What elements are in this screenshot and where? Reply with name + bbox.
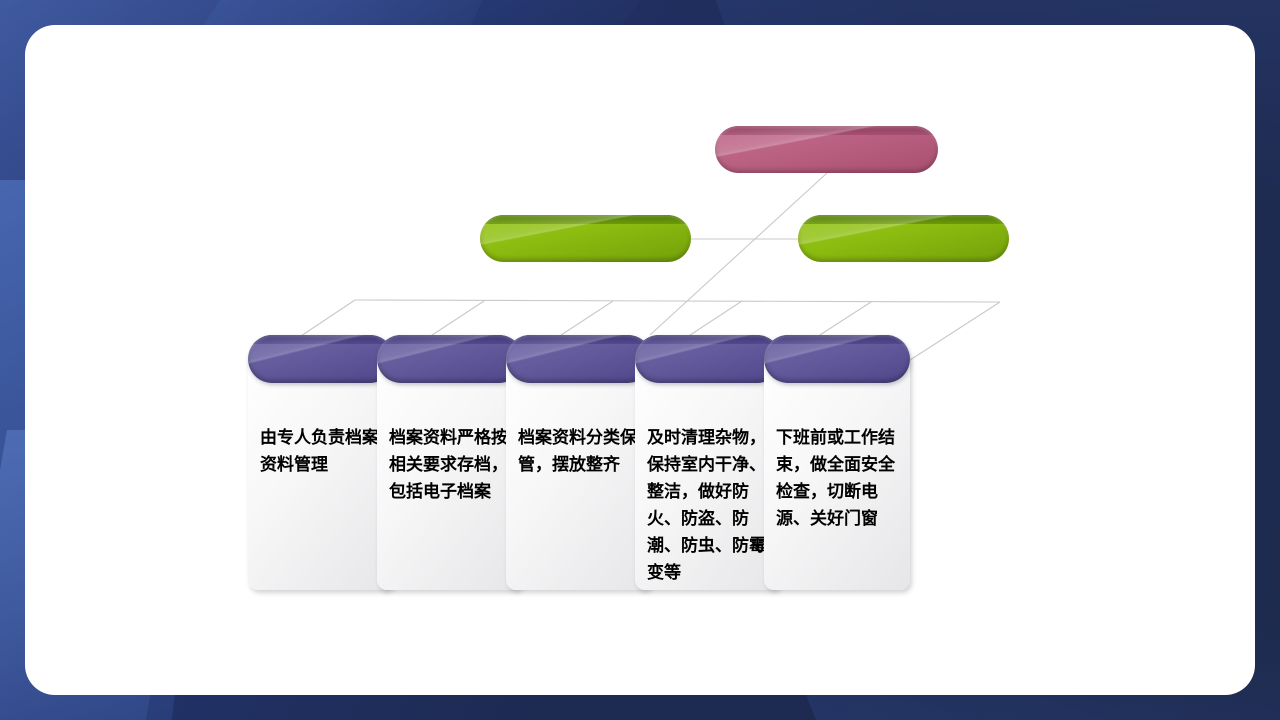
card-header[interactable] — [635, 335, 781, 383]
card-text: 及时清理杂物，保持室内干净、整洁，做好防火、防盗、防潮、防虫、防霉变等 — [647, 428, 766, 582]
diagram-node-branch-2[interactable] — [798, 215, 1009, 262]
card-header-label — [377, 335, 523, 383]
card-text: 由专人负责档案资料管理 — [260, 428, 379, 474]
card-header[interactable] — [764, 335, 910, 383]
capsule-top-edge — [715, 126, 938, 135]
card-body: 由专人负责档案资料管理 — [248, 351, 394, 590]
capsule-top-edge — [248, 335, 394, 344]
card-body: 档案资料分类保管，摆放整齐 — [506, 351, 652, 590]
capsule-top-edge — [506, 335, 652, 344]
connector-leg-6 — [906, 301, 1001, 363]
card-header[interactable] — [248, 335, 394, 383]
diagram-card-5[interactable]: 下班前或工作结束，做全面安全检查，切断电源、关好门窗 — [764, 335, 910, 590]
diagram-node-branch-1[interactable] — [480, 215, 691, 262]
card-body: 下班前或工作结束，做全面安全检查，切断电源、关好门窗 — [764, 351, 910, 590]
connector-spine — [354, 299, 1001, 303]
diagram-card-1[interactable]: 由专人负责档案资料管理 — [248, 335, 394, 590]
capsule-top-edge — [377, 335, 523, 344]
diagram-card-4[interactable]: 及时清理杂物，保持室内干净、整洁，做好防火、防盗、防潮、防虫、防霉变等 — [635, 335, 781, 590]
diagram-card-3[interactable]: 档案资料分类保管，摆放整齐 — [506, 335, 652, 590]
card-body: 及时清理杂物，保持室内干净、整洁，做好防火、防盗、防潮、防虫、防霉变等 — [635, 351, 781, 590]
capsule-top-edge — [635, 335, 781, 344]
card-text: 档案资料严格按相关要求存档，包括电子档案 — [389, 428, 508, 501]
content-panel: 由专人负责档案资料管理 档案资料严格按相关要求存档，包括电子档案 档 — [25, 25, 1255, 695]
card-header[interactable] — [377, 335, 523, 383]
capsule-top-edge — [798, 215, 1009, 224]
card-header-label — [248, 335, 394, 383]
diagram-node-branch-1-label — [480, 215, 691, 262]
diagram-card-2[interactable]: 档案资料严格按相关要求存档，包括电子档案 — [377, 335, 523, 590]
capsule-top-edge — [764, 335, 910, 344]
diagram-node-root-label — [715, 126, 938, 173]
card-header-label — [764, 335, 910, 383]
card-text: 档案资料分类保管，摆放整齐 — [518, 428, 637, 474]
capsule-top-edge — [480, 215, 691, 224]
card-header-label — [506, 335, 652, 383]
diagram-node-branch-2-label — [798, 215, 1009, 262]
card-header-label — [635, 335, 781, 383]
diagram-node-root[interactable] — [715, 126, 938, 173]
card-body: 档案资料严格按相关要求存档，包括电子档案 — [377, 351, 523, 590]
card-text: 下班前或工作结束，做全面安全检查，切断电源、关好门窗 — [776, 428, 895, 528]
card-header[interactable] — [506, 335, 652, 383]
